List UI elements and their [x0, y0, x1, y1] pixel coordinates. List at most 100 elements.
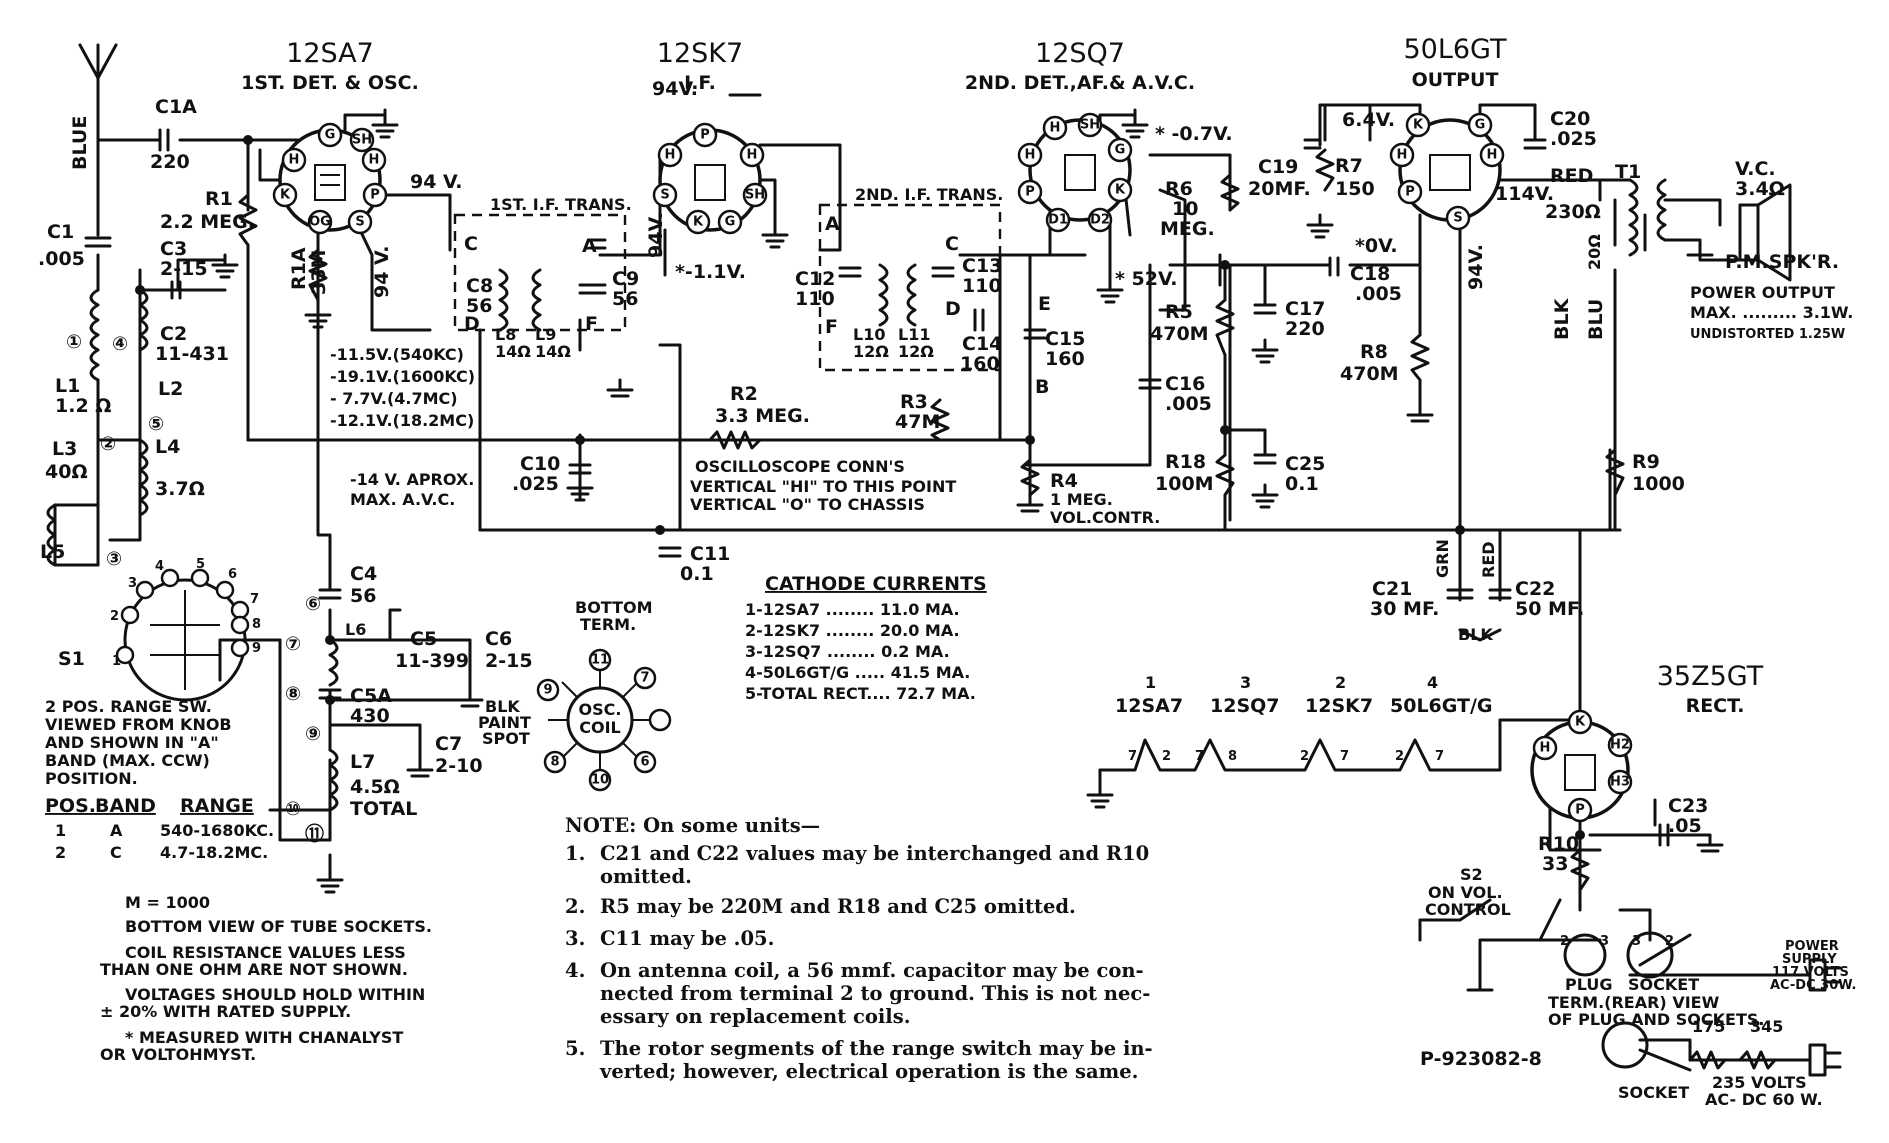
- s1-pin-2: 2: [110, 609, 119, 624]
- general-note-2: BOTTOM VIEW OF TUBE SOCKETS.: [125, 917, 432, 936]
- c23-value: .05: [1668, 815, 1702, 837]
- r18-label: R18: [1165, 451, 1206, 473]
- r1a-label: R1A: [288, 247, 310, 290]
- heater-pin-7: 2: [1395, 749, 1404, 764]
- coil-terminal-3: ③: [106, 548, 122, 570]
- ift2-term-c: C: [945, 233, 959, 255]
- coil-terminal-5: ⑤: [148, 413, 164, 435]
- s1-pin-3: 3: [128, 576, 137, 591]
- range-table: POS. BAND RANGE 1 A 540-1680KC. 2 C 4.7-…: [45, 795, 274, 862]
- heater-pos-3: 2: [1335, 673, 1346, 692]
- v3-type: 12SQ7: [1035, 38, 1125, 69]
- s1-pin-7: 7: [250, 592, 259, 607]
- c12-value: 110: [795, 288, 835, 310]
- r18-value: 100M: [1155, 473, 1214, 495]
- v4-type: 50L6GT: [1403, 34, 1507, 65]
- osc-voltage-1: -11.5V.(540KC): [330, 345, 464, 364]
- coil-terminal-2: ②: [100, 433, 116, 455]
- range-row-1-range: 540-1680KC.: [160, 821, 274, 840]
- coil-terminal-9: ⑨: [305, 723, 321, 745]
- l7-label: L7: [350, 751, 375, 773]
- c6-value: 2-15: [485, 650, 533, 672]
- svg-text:SH: SH: [1080, 118, 1100, 133]
- socket-pin-2: 2: [1665, 934, 1674, 949]
- r7-value: 150: [1335, 178, 1375, 200]
- tube-titles: 12SA7 1ST. DET. & OSC. 12SK7 I.F. 12SQ7 …: [241, 34, 1764, 717]
- svg-text:P: P: [1025, 185, 1035, 200]
- tube4-grid-voltage: *0V.: [1355, 235, 1398, 257]
- junctions: [135, 135, 1585, 840]
- c10-label: C10: [520, 453, 560, 475]
- general-note-6: ± 20% WITH RATED SUPPLY.: [100, 1002, 351, 1021]
- blk-lead-label-2: BLK: [1458, 625, 1493, 644]
- v5-type: 35Z5GT: [1657, 661, 1764, 692]
- svg-text:P: P: [370, 188, 380, 203]
- r1-label: R1: [205, 188, 233, 210]
- heater-pin-8: 7: [1435, 749, 1444, 764]
- c1a-value: 220: [150, 151, 190, 173]
- blk-paint-2: PAINT: [478, 713, 531, 732]
- r4-label: R4: [1050, 470, 1078, 492]
- c15-label: C15: [1045, 328, 1085, 350]
- svg-text:H: H: [747, 148, 758, 163]
- l3-value: 40Ω: [45, 461, 88, 483]
- l7-total: TOTAL: [350, 798, 417, 820]
- v3-function: 2ND. DET.,AF.& A.V.C.: [965, 72, 1195, 94]
- osc-coil-pin-11: 11: [591, 653, 609, 668]
- c2-value: 11-431: [155, 343, 229, 365]
- heater-pos-1: 1: [1145, 673, 1156, 692]
- v1-type: 12SA7: [286, 38, 374, 69]
- primary-resistance: 230Ω: [1545, 201, 1601, 223]
- range-row-2-range: 4.7-18.2MC.: [160, 843, 268, 862]
- coils: [46, 178, 1667, 812]
- v2-function: I.F.: [684, 72, 716, 94]
- ift1-term-a: A: [582, 235, 597, 257]
- tube-35z5gt: K H H2 H3 P: [1530, 709, 1633, 823]
- l4-value: 3.7Ω: [155, 478, 205, 500]
- range-note-2: VIEWED FROM KNOB: [45, 715, 232, 734]
- power-output-max: MAX. ......... 3.1W.: [1690, 303, 1853, 322]
- r10-label: R10: [1538, 833, 1579, 855]
- osc-conn-zero: VERTICAL "O" TO CHASSIS: [690, 495, 925, 514]
- svg-text:H2: H2: [1610, 738, 1630, 753]
- feedback-resistance: 20Ω: [1585, 234, 1604, 270]
- s2-label: S2: [1460, 865, 1483, 884]
- c18-label: C18: [1350, 263, 1390, 285]
- coil-terminal-6: ⑥: [305, 593, 321, 615]
- part-number: P-923082-8: [1420, 1048, 1542, 1070]
- t1-label: T1: [1615, 161, 1641, 183]
- r6-value: 10: [1172, 198, 1198, 220]
- note-1-num: 1.: [565, 842, 585, 865]
- heater-pin-6: 7: [1340, 749, 1349, 764]
- svg-text:D1: D1: [1048, 213, 1068, 228]
- power-supply-1: POWER: [1785, 939, 1839, 954]
- l9-value: 14Ω: [535, 342, 571, 361]
- l5-label: L5: [40, 541, 65, 563]
- r9-label: R9: [1632, 451, 1660, 473]
- c25-label: C25: [1285, 453, 1325, 475]
- note-4-line-1: On antenna coil, a 56 mmf. capacitor may…: [600, 959, 1144, 982]
- heater-tube-2: 12SQ7: [1210, 695, 1280, 717]
- speaker-icon: [1738, 183, 1792, 282]
- socket-pin-3: 3: [1632, 934, 1641, 949]
- tube4-plate-voltage: 114V.: [1495, 183, 1554, 205]
- osc-conn-title: OSCILLOSCOPE CONN'S: [695, 457, 905, 476]
- c21-value: 30 MF.: [1370, 598, 1439, 620]
- general-note-3: COIL RESISTANCE VALUES LESS: [125, 943, 406, 962]
- vc-value: 3.4Ω: [1735, 178, 1785, 200]
- range-header-pos: POS.: [45, 795, 96, 817]
- s1-pin-4: 4: [155, 559, 164, 574]
- c17-label: C17: [1285, 298, 1325, 320]
- note-3-line-1: C11 may be .05.: [600, 927, 774, 950]
- c8-label: C8: [466, 275, 493, 297]
- svg-text:K: K: [1115, 183, 1126, 198]
- if-transformer-shields: [453, 203, 1002, 372]
- coil-terminal-7: ⑦: [285, 633, 301, 655]
- heater-pin-3: 7: [1195, 749, 1204, 764]
- heater-tube-3: 12SK7: [1305, 695, 1373, 717]
- svg-text:G: G: [1115, 143, 1126, 158]
- r2-value: 3.3 MEG.: [715, 405, 810, 427]
- cathode-currents-title: CATHODE CURRENTS: [765, 573, 987, 595]
- svg-text:H: H: [665, 148, 676, 163]
- c25-value: 0.1: [1285, 473, 1319, 495]
